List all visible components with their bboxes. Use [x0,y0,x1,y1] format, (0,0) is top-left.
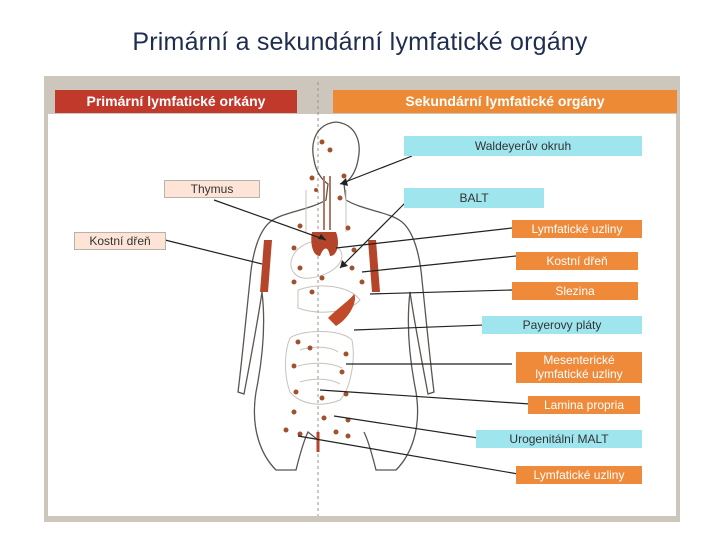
label-mesenteric-line1: Mesenterické [543,353,615,367]
spleen-organ [328,294,356,326]
bone-marrow-right [368,240,380,292]
body-outline [237,121,435,471]
label-lamina-propria: Lamina propria [528,396,640,414]
label-lymph-nodes-2: Lymfatické uzliny [516,466,642,484]
thymus-organ [311,232,338,256]
label-balt: BALT [404,188,544,208]
slide-title: Primární a sekundární lymfatické orgány [132,28,588,56]
label-thymus: Thymus [164,180,260,198]
bone-marrow-left [260,240,272,292]
pointer-lines [164,155,531,475]
label-mesenteric-nodes: Mesenterické lymfatické uzliny [516,352,642,383]
diagram-panel [48,114,676,516]
label-urogenital-malt: Urogenitální MALT [476,430,642,448]
label-peyers-patches: Payerovy pláty [482,316,642,334]
lymph-nodes [283,139,365,439]
organ-outlines [285,190,361,405]
label-lymph-nodes-1: Lymfatické uzliny [512,220,642,238]
trachea [323,176,331,230]
label-spleen: Slezina [512,282,638,300]
arrowheads [318,178,348,268]
label-bone-marrow-secondary: Kostní dřeň [516,252,638,270]
primary-organs-header: Primární lymfatické orkány [55,90,297,113]
label-bone-marrow-primary: Kostní dřeň [74,232,166,250]
label-mesenteric-line2: lymfatické uzliny [535,367,623,381]
label-waldeyer: Waldeyerův okruh [404,136,642,156]
secondary-organs-header: Sekundární lymfatické orgány [333,90,677,113]
